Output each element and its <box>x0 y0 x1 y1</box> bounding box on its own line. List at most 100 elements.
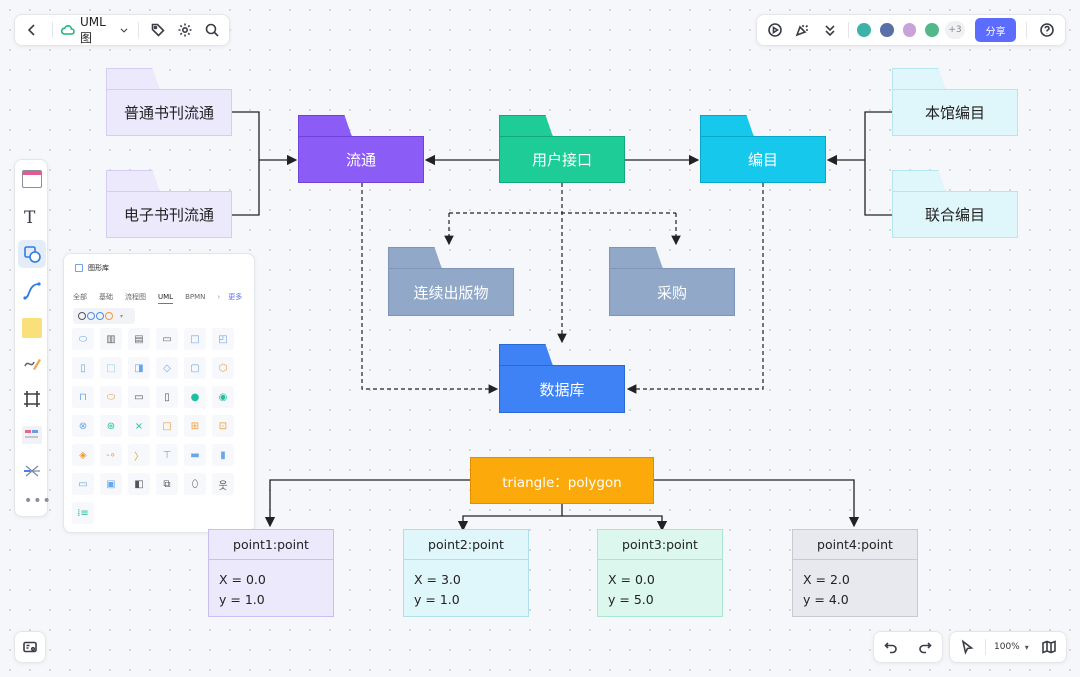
folder-shape-icon[interactable]: ▭ <box>72 473 94 495</box>
entry-point-icon[interactable]: ⊞ <box>184 415 206 437</box>
port-shape-icon[interactable]: ▭ <box>128 386 150 408</box>
search-icon[interactable] <box>198 16 225 44</box>
tab-more[interactable]: 更多 <box>228 293 243 301</box>
ellipse-shape-icon[interactable]: ⬭ <box>72 328 94 350</box>
shape-tool-icon[interactable] <box>18 240 46 268</box>
decision-shape-icon[interactable]: ◇ <box>156 357 178 379</box>
flow-final-icon[interactable]: ⊗ <box>72 415 94 437</box>
package-user-interface[interactable]: 用户接口 <box>499 115 625 183</box>
bar-shape-icon[interactable]: ▯ <box>156 386 178 408</box>
tab-uml[interactable]: UML <box>158 293 174 304</box>
minimap-icon[interactable] <box>1035 633 1063 661</box>
fork-shape-icon[interactable]: ◈ <box>72 444 94 466</box>
v-bar-shape-icon[interactable]: ▮ <box>212 444 234 466</box>
state-shape-icon[interactable]: ▢ <box>184 357 206 379</box>
avatar[interactable] <box>900 21 919 39</box>
chevron-down-icon: ▾ <box>120 312 124 320</box>
frame-shape-icon[interactable]: □ <box>100 357 122 379</box>
chevrons-down-icon[interactable] <box>816 16 844 44</box>
template-icon[interactable] <box>22 170 42 188</box>
object-shape-icon[interactable]: □ <box>184 328 206 350</box>
note-shape-icon[interactable]: ◰ <box>212 328 234 350</box>
mindmap-tool-icon[interactable] <box>22 461 42 485</box>
play-icon[interactable] <box>761 16 789 44</box>
chevron-shape-icon[interactable]: 〉 <box>128 444 150 466</box>
package-local-catalog[interactable]: 本馆编目 <box>892 68 1018 136</box>
package-serial-publications[interactable]: 连续出版物 <box>388 247 514 316</box>
shape-style-select[interactable]: ▾ <box>73 308 135 324</box>
pill-shape-icon[interactable]: ⬭ <box>100 386 122 408</box>
signal-shape-icon[interactable]: ⊤ <box>156 444 178 466</box>
avatar[interactable] <box>854 21 873 39</box>
lifeline-shape-icon[interactable]: ▯ <box>72 357 94 379</box>
help-icon[interactable] <box>1033 16 1061 44</box>
component-shape-icon[interactable]: ▥ <box>100 328 122 350</box>
avatar[interactable] <box>923 21 942 39</box>
cube-shape-icon[interactable]: ⧉ <box>156 473 178 495</box>
frame-tool-icon[interactable] <box>22 389 42 413</box>
actor-shape-icon[interactable]: 웃 <box>212 473 234 495</box>
package-union-catalog[interactable]: 联合编目 <box>892 170 1018 238</box>
tab-all[interactable]: 全部 <box>73 293 87 301</box>
package-cataloging[interactable]: 编目 <box>700 115 826 183</box>
cross-shape-icon[interactable]: × <box>128 415 150 437</box>
gear-icon[interactable] <box>171 16 198 44</box>
package-purchase[interactable]: 采购 <box>609 247 735 316</box>
redo-icon[interactable] <box>911 633 939 661</box>
window-shape-icon[interactable]: ▣ <box>100 473 122 495</box>
more-tools-icon[interactable]: ••• <box>24 493 52 509</box>
extra-users-count[interactable]: +3 <box>945 21 965 39</box>
package-database[interactable]: 数据库 <box>499 344 625 413</box>
divider <box>985 639 986 655</box>
avatar[interactable] <box>877 21 896 39</box>
shield-shape-icon[interactable]: ⬡ <box>212 357 234 379</box>
chevron-down-icon[interactable]: ▾ <box>1024 642 1029 652</box>
list-shape-icon[interactable]: ⁞≡ <box>72 502 94 524</box>
package-journal-circulation[interactable]: 普通书刊流通 <box>106 68 232 136</box>
package-label: 采购 <box>609 268 735 316</box>
tag-icon[interactable] <box>144 16 171 44</box>
arrow-dot-icon[interactable]: -∘ <box>100 444 122 466</box>
celebrate-icon[interactable] <box>789 16 817 44</box>
class-shape-icon[interactable]: ▤ <box>128 328 150 350</box>
share-button[interactable]: 分享 <box>974 18 1017 42</box>
exit-point-icon[interactable]: ⊡ <box>212 415 234 437</box>
initial-node-icon[interactable]: ● <box>184 386 206 408</box>
interface-shape-icon[interactable]: ▭ <box>156 328 178 350</box>
triangle-object[interactable]: triangle：polygon <box>470 457 654 504</box>
final-node-icon[interactable]: ◉ <box>212 386 234 408</box>
package-label: 流通 <box>298 136 424 183</box>
chevron-right-icon[interactable]: › <box>217 293 221 301</box>
table-tool-icon[interactable] <box>22 426 42 444</box>
oval-shape-icon[interactable]: ⬯ <box>184 473 206 495</box>
shape-library-icon <box>75 264 83 272</box>
sticky-note-icon[interactable] <box>22 318 42 338</box>
connector-tool-icon[interactable] <box>22 281 42 305</box>
square-shape-icon[interactable]: □ <box>156 415 178 437</box>
bookmark-shape-icon[interactable]: ⊓ <box>72 386 94 408</box>
tab-flowchart[interactable]: 流程图 <box>125 293 146 301</box>
package-label: 用户接口 <box>499 136 625 183</box>
back-icon[interactable] <box>19 16 46 44</box>
keyboard-shortcuts-icon[interactable] <box>16 633 44 661</box>
text-tool-icon[interactable]: T <box>24 208 36 228</box>
h-bar-shape-icon[interactable]: ▬ <box>184 444 206 466</box>
panel-shape-icon[interactable]: ◧ <box>128 473 150 495</box>
chevron-down-icon[interactable] <box>116 16 131 44</box>
history-node-icon[interactable]: ⊛ <box>100 415 122 437</box>
pen-tool-icon[interactable] <box>22 353 42 377</box>
undo-icon[interactable] <box>877 633 905 661</box>
document-title[interactable]: UML图 <box>79 14 106 45</box>
tab-bpmn[interactable]: BPMN <box>185 293 206 301</box>
pointer-icon[interactable] <box>953 633 981 661</box>
package-shape-icon[interactable]: ◨ <box>128 357 150 379</box>
zoom-level[interactable]: 100% <box>994 642 1020 652</box>
tab-basic[interactable]: 基础 <box>99 293 113 301</box>
package-ejournal-circulation[interactable]: 电子书刊流通 <box>106 170 232 238</box>
bottom-left-panel <box>14 631 46 663</box>
package-circulation[interactable]: 流通 <box>298 115 424 183</box>
